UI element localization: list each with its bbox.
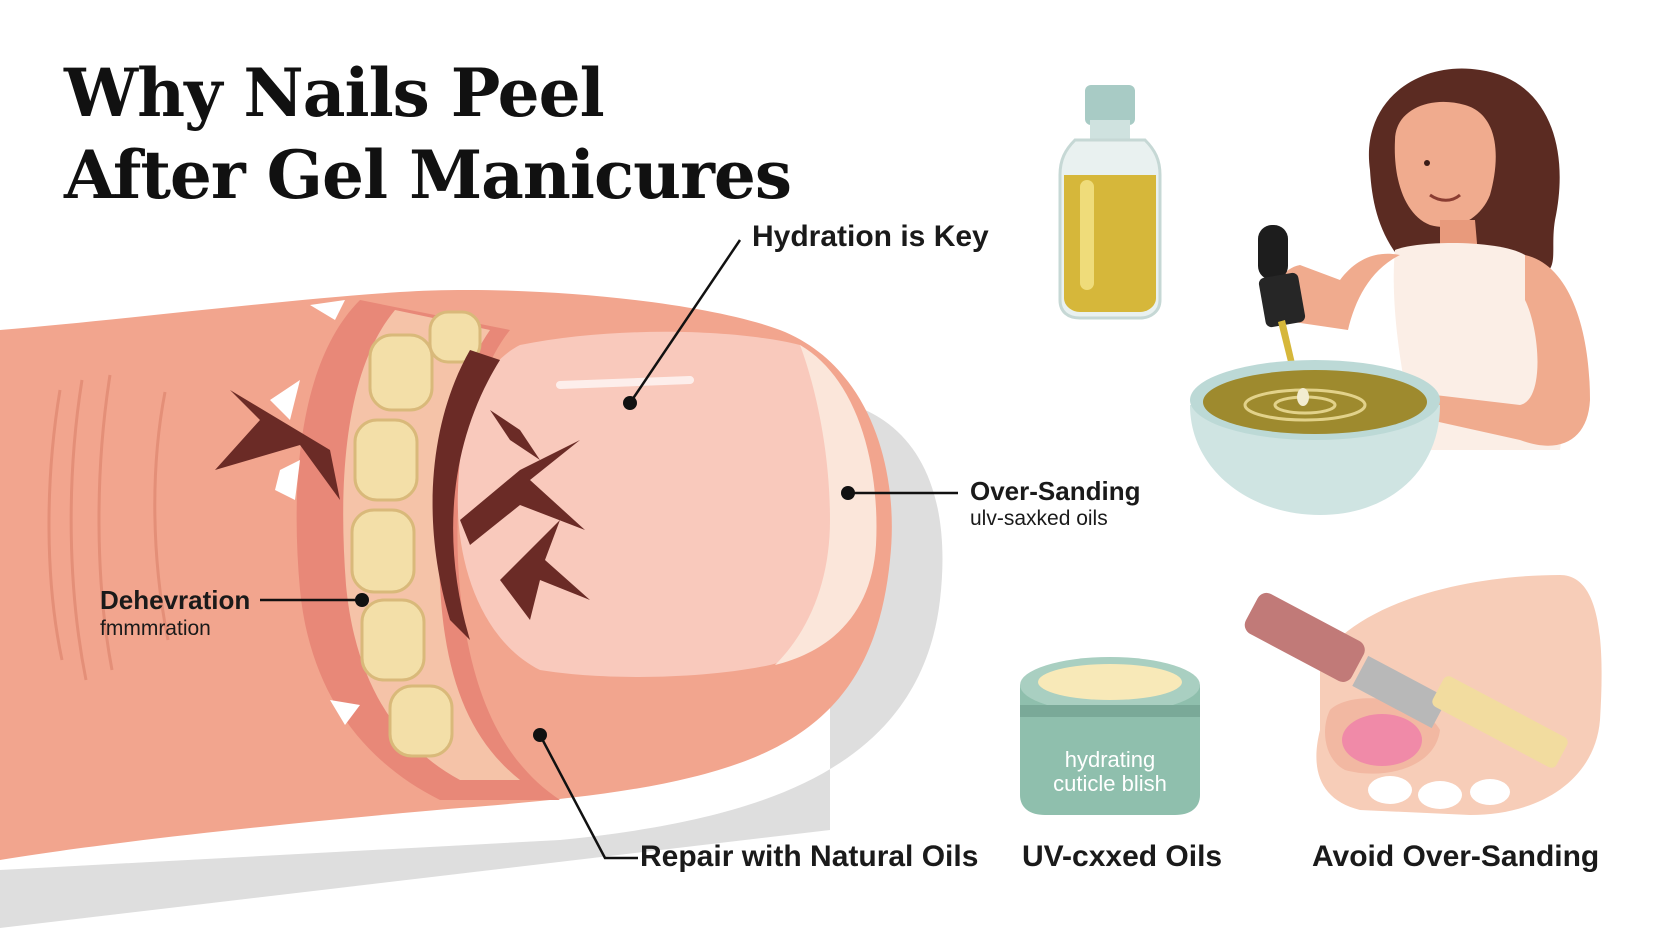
nail-highlight [556,376,694,389]
dropper-bulb [1258,225,1288,280]
bottle-oil [1064,175,1156,312]
file-grip [1244,592,1365,682]
crack [460,440,585,545]
bottle-shine [1080,180,1094,290]
jar-label-line-1: hydrating [1064,747,1156,772]
keratin-cell [388,684,454,758]
flake [275,460,300,500]
smile [1429,193,1461,202]
finger-crease [97,374,114,671]
nail-free-edge [775,345,877,665]
dot-hydration [623,396,637,410]
nail-file-icon [1244,575,1602,815]
arm-right [1430,255,1590,446]
callout-repair: Repair with Natural Oils [640,840,979,873]
leader-hydration [628,239,742,404]
file-caption: Avoid Over-Sanding [1312,840,1600,873]
callout-over-sanding: Over-Sanding [970,476,1141,506]
callout-dehydration-sub: fmmmration [100,617,211,640]
keratin-cell [350,508,416,594]
bottle-cap [1085,85,1135,125]
flake [270,380,300,420]
bowl-icon [1190,360,1440,515]
oil-bottle-icon [1058,85,1162,320]
keratin-cell [368,333,434,412]
eye [1424,160,1430,166]
dot-repair [533,728,547,742]
callout-over-sanding-sub: ulv-saxked oils [970,507,1108,530]
crack-main [432,350,500,640]
file-blade [1352,655,1448,729]
crack [500,520,590,620]
crack [490,410,540,460]
jar-band [1020,705,1200,717]
finger-crease [69,379,88,681]
skin-flakes [270,300,360,725]
oils-caption: UV-cxxed Oils [1022,840,1223,873]
finger-illustration [0,239,958,928]
keratin-layers [350,310,482,758]
jar-cream [1038,664,1182,700]
keratin-cell [353,418,419,502]
jar-label: hydrating cuticle blish [1020,748,1200,796]
flake [330,700,360,725]
flake [310,300,345,320]
woman-applying-oil [1190,68,1590,515]
finger-tip [1418,781,1462,809]
bottle-neck [1090,120,1130,142]
nail-plate [457,331,873,677]
file-board [1432,676,1568,768]
page-title: Why Nails Peel After Gel Manicures [64,52,792,216]
leader-repair [538,734,638,860]
pink-nail [1342,714,1422,766]
callout-lines [260,239,958,860]
callout-dots [355,396,855,742]
finger-crease [47,389,64,661]
oil-drop [1297,388,1309,406]
keratin-cell [360,598,426,682]
finger-tip [1368,776,1412,804]
jar-label-line-2: cuticle blish [1053,771,1167,796]
title-line-1: Why Nails Peel [64,54,605,132]
callout-hydration: Hydration is Key [752,220,989,253]
crack [215,390,340,500]
face [1394,101,1496,227]
dot-over-sanding [841,486,855,500]
arm-left [1275,253,1400,330]
finger-crease [153,391,170,641]
cream-jar-icon [1020,657,1200,815]
dropper-collar [1258,272,1306,328]
jar-body [1020,685,1200,815]
title-line-2: After Gel Manicures [64,136,792,214]
callout-dehydration: Dehevration [100,585,251,615]
dot-dehydration [355,593,369,607]
finger-tip [1470,779,1510,805]
keratin-cell [428,310,482,364]
bowl-oil [1203,370,1427,434]
nail-cracks [215,350,590,640]
